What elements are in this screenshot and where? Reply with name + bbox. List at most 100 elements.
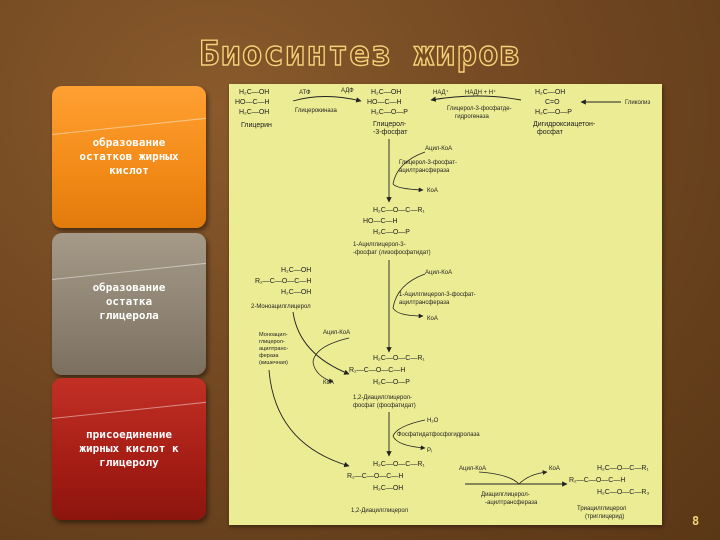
structure-line: HO—C—H (363, 218, 398, 225)
card-label-line: жирных кислот к (79, 442, 179, 455)
lysophosphatidate-structure: H₂C—O—C—R₁ HO—C—H H₂C—O—P 1-Ацилглицерол… (353, 207, 431, 256)
triacylglycerol-structure: H₂C—O—C—R₁ R₂—C—O—C—H H₂C—O—C—R₃ Триацил… (569, 465, 649, 520)
biosynthesis-scheme-panel: H₂C—OH HO—C—H H₂C—OH Глицерин АТФ АДФ Гл… (229, 84, 662, 525)
kinase-arrow (292, 96, 362, 103)
card-label-line: образование (92, 281, 166, 294)
structure-line: R₂—C—O—C—H (569, 477, 625, 484)
compound-name: 1,2-Диацилглицерол (351, 508, 409, 514)
biosynthesis-scheme: H₂C—OH HO—C—H H₂C—OH Глицерин АТФ АДФ Гл… (235, 88, 651, 520)
step1-acyl-curve (392, 151, 426, 185)
nadh-label: НАДН + Н⁺ (465, 89, 496, 96)
step3-water-label: H₂O (427, 418, 439, 424)
step1-enzyme-label: Глицерол-3-фосфат- (399, 160, 457, 166)
compound-name: Глицерин (241, 122, 272, 129)
card-label-line: остатков жирных (79, 150, 179, 163)
structure-line: H₂C—O—C—R₁ (373, 355, 425, 362)
mono-acyl-curve (312, 337, 350, 383)
glycerol-structure: H₂C—OH HO—C—H H₂C—OH Глицерин (235, 89, 272, 129)
mono-to-dag-arrow (268, 369, 350, 468)
structure-line: H₂C—O—P (535, 109, 572, 116)
enzyme-line: Моноацил- (259, 332, 288, 338)
structure-line: H₂C—O—C—R₁ (597, 465, 649, 472)
monoacylglycerol-structure: H₂C—OH R₂—C—O—C—H H₂C—OH 2-Моноацилглице… (251, 267, 311, 310)
compound-name: -3-фосфат (373, 129, 408, 136)
enzyme-line: фераза (259, 353, 279, 359)
structure-line: H₂C—OH (373, 485, 403, 492)
structure-line: H₂C—O—C—R₃ (597, 489, 649, 496)
card-glycerol-residue: образование остатка глицерола (52, 233, 206, 375)
enzyme-line: (кишечная) (259, 360, 288, 366)
monoacyl-transferase-label: Моноацил- глицерол- ацилтранс- фераза (к… (259, 332, 288, 366)
step1-coa-label: КоА (427, 188, 438, 194)
compound-name: 2-Моноацилглицерол (251, 304, 311, 310)
card-fatty-acid-residues: образование остатков жирных кислот (52, 86, 206, 228)
glycerol-3-phosphate-structure: H₂C—OH HO—C—H H₂C—O—P Глицерол- -3-фосфа… (367, 89, 408, 136)
card-label-line: кислот (109, 164, 149, 177)
enzyme-line: глицерол- (259, 339, 285, 345)
step2-enzyme-label: 1-Ацилглицерол-3-фосфат- (399, 292, 476, 298)
step4-acyl-label: Ацил-КоА (459, 466, 486, 472)
card-divider-line (52, 400, 206, 419)
structure-line: H₂C—OH (239, 109, 269, 116)
step2-acyl-curve (392, 273, 426, 309)
compound-name: фосфат (фосфатидат) (353, 403, 416, 409)
step3-pi-label: Pᵢ (427, 448, 432, 454)
card-label-line: присоединение (85, 428, 173, 441)
page-number: 8 (692, 514, 700, 528)
step4-enzyme-label: Диацилглицерол- (481, 492, 530, 498)
mono-coa-label: КоА (323, 380, 334, 386)
structure-line: H₂C—O—C—R₁ (373, 207, 425, 214)
step4-coa-label: КоА (549, 466, 560, 472)
card-label-line: глицерола (99, 309, 159, 322)
structure-line: H₂C—OH (281, 267, 311, 274)
compound-name: (триглицерид) (585, 514, 624, 520)
mono-pathway-arrow (292, 311, 350, 375)
step3-enzyme-label: Фосфатидатфосфогидролаза (397, 432, 480, 438)
step4-acyl-curve (478, 470, 548, 485)
step1-acyl-label: Ацил-КоА (425, 146, 452, 152)
step1-coa-curve (392, 183, 424, 193)
structure-line: R₂—C—O—C—H (255, 278, 311, 285)
card-label-line: глицеролу (99, 456, 159, 469)
step3-water-curve (392, 419, 426, 451)
compound-name: -фосфат (лизофосфатидат) (353, 250, 431, 256)
kinase-label: Глицерокиназа (295, 108, 337, 114)
structure-line: H₂C—O—P (371, 109, 408, 116)
phosphatidate-structure: H₂C—O—C—R₁ R₂—C—O—C—H H₂C—O—P 1,2-Диацил… (349, 355, 425, 409)
structure-line: H₂C—O—C—R₁ (373, 461, 425, 468)
diacylglycerol-structure: H₂C—O—C—R₁ R₂—C—O—C—H H₂C—OH 1,2-Диацилг… (347, 461, 425, 514)
mono-acyl-label: Ацил-КоА (323, 330, 350, 336)
dehydrogenase-label: Глицерол-3-фосфатде- (447, 106, 512, 112)
structure-line: HO—C—H (367, 99, 402, 106)
dhap-structure: H₂C—OH C=O H₂C—O—P Дигидроксиацетон- фос… (533, 89, 596, 136)
structure-line: H₂C—OH (371, 89, 401, 96)
structure-line: H₂C—O—P (373, 379, 410, 386)
step4-enzyme-label: -ацилтрансфераза (485, 500, 538, 506)
step2-coa-curve (392, 307, 424, 319)
atp-label: АТФ (299, 90, 311, 96)
compound-name: 1-Ацилглицерол-3- (353, 242, 406, 248)
structure-line: R₂—C—O—C—H (349, 367, 405, 374)
compound-name: Дигидроксиацетон- (533, 121, 596, 128)
compound-name: Глицерол- (373, 121, 407, 128)
step2-coa-label: КоА (427, 316, 438, 322)
card-label-line: образование (92, 136, 166, 149)
card-divider-line (52, 261, 206, 280)
structure-line: H₂C—OH (535, 89, 565, 96)
compound-name: 1,2-Диацилглицерол- (353, 395, 412, 401)
slide-title: Биосинтез жиров (198, 33, 522, 74)
structure-line: H₂C—OH (281, 289, 311, 296)
nad-label: НАД⁺ (433, 89, 449, 96)
dehydrogenase-arrow (430, 95, 522, 102)
card-divider-line (52, 116, 206, 135)
structure-line: H₂C—O—P (373, 229, 410, 236)
step2-enzyme-label: ацилтрансфераза (399, 300, 450, 306)
enzyme-line: ацилтранс- (259, 346, 288, 352)
dehydrogenase-label: гидрогеназа (455, 114, 489, 120)
compound-name: фосфат (537, 129, 564, 136)
structure-line: R₂—C—O—C—H (347, 473, 403, 480)
card-label-line: остатка (105, 295, 153, 308)
step2-acyl-label: Ацил-КоА (425, 270, 452, 276)
structure-line: HO—C—H (235, 99, 270, 106)
adp-label: АДФ (341, 88, 354, 94)
